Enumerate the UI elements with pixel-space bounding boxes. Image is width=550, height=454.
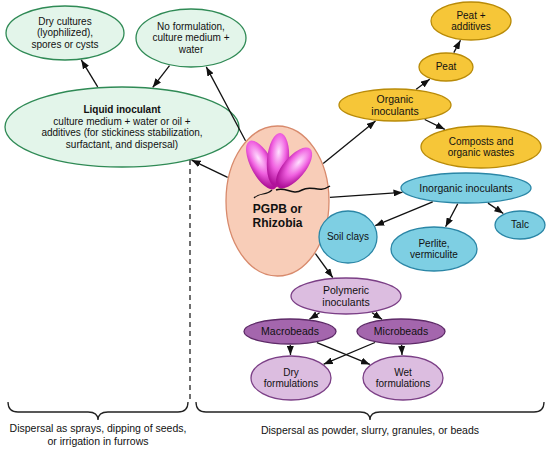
- node-text: Perlite, vermiculite: [401, 238, 467, 261]
- ellipse-shape: [401, 173, 531, 203]
- organic-ellipse: Peat: [418, 52, 474, 82]
- arrow-connector: [454, 40, 461, 52]
- dispersal-note: Dispersal as powder, slurry, granules, o…: [198, 424, 542, 437]
- bead-ellipse: Macrobeads: [243, 318, 337, 345]
- arrow-connector: [192, 160, 228, 177]
- node-text: Peat: [436, 61, 457, 73]
- node-text: Composts and organic wastes: [436, 136, 526, 159]
- ellipse-shape: [136, 9, 246, 67]
- arrow-connector: [317, 343, 370, 365]
- node-text: Organic inoculants: [353, 93, 437, 117]
- ellipse-shape: [319, 211, 377, 263]
- node-text: Polymeric inoculants: [305, 284, 387, 308]
- right-brace: [196, 402, 544, 420]
- organic-ellipse: Composts and organic wastes: [420, 125, 542, 169]
- inorganic-ellipse: Talc: [494, 210, 546, 240]
- ellipse-shape: [431, 2, 511, 40]
- ellipse-shape: [419, 53, 473, 81]
- node-text: Wet formulations: [373, 367, 433, 390]
- ellipse-shape: [421, 126, 541, 168]
- node-text: Talc: [511, 219, 529, 231]
- ellipse-shape: [357, 319, 445, 344]
- dispersal-note: Dispersal as sprays, dipping of seeds, o…: [8, 422, 188, 447]
- inorganic-ellipse: Soil clays: [318, 210, 378, 264]
- ellipse-shape: [226, 126, 329, 276]
- ellipse-shape: [363, 356, 443, 400]
- formulation-ellipse: Dry formulations: [250, 355, 332, 401]
- left-brace: [8, 402, 188, 420]
- arrow-connector: [330, 192, 403, 197]
- bead-ellipse: Microbeads: [356, 318, 446, 345]
- culture-ellipse: Dry cultures (lyophilized), spores or cy…: [5, 5, 125, 61]
- liquid-inoculant-ellipse: Liquid inoculantculture medium + water o…: [4, 86, 240, 168]
- node-text: No formulation, culture medium + water: [150, 21, 232, 56]
- formulation-ellipse: Wet formulations: [362, 355, 444, 401]
- ellipse-shape: [391, 227, 477, 271]
- node-text: Dry formulations: [261, 367, 321, 390]
- arrow-connector: [425, 120, 445, 130]
- divider-dashed-line: [189, 160, 190, 402]
- node-heading: Liquid inoculant: [83, 104, 160, 116]
- ellipse-shape: [291, 278, 401, 314]
- arrow-connector: [446, 204, 458, 227]
- arrow-connector: [488, 203, 503, 213]
- ellipse-shape: [339, 89, 451, 121]
- organic-ellipse: Organic inoculants: [338, 88, 452, 122]
- ellipse-shape: [5, 87, 239, 167]
- node-text: Soil clays: [327, 231, 369, 243]
- ellipse-shape: [251, 356, 331, 400]
- ellipse-shape: [495, 211, 545, 239]
- arrow-connector: [324, 343, 375, 365]
- inorganic-ellipse: Perlite, vermiculite: [390, 226, 478, 272]
- arrow-connector: [309, 313, 319, 319]
- arrow-connector: [81, 60, 97, 87]
- inorganic-ellipse: Inorganic inoculants: [400, 172, 532, 204]
- node-text: Dry cultures (lyophilized), spores or cy…: [21, 16, 109, 51]
- arrow-connector: [401, 345, 403, 355]
- polymeric-ellipse: Polymeric inoculants: [290, 277, 402, 315]
- bacterium-ellipse: PGPB or Rhizobia: [225, 125, 330, 277]
- node-text: Peat + additives: [441, 10, 501, 33]
- organic-ellipse: Peat + additives: [430, 1, 512, 41]
- node-text: culture medium + water or oil + additive…: [35, 116, 209, 151]
- node-text: Microbeads: [374, 325, 428, 337]
- arrow-connector: [323, 121, 375, 164]
- arrow-connector: [153, 66, 170, 88]
- ellipse-shape: [244, 319, 336, 344]
- ellipse-shape: [6, 6, 124, 60]
- culture-ellipse: No formulation, culture medium + water: [135, 8, 247, 68]
- node-text: Macrobeads: [261, 325, 319, 337]
- arrow-connector: [290, 345, 292, 355]
- arrow-connector: [375, 202, 433, 226]
- arrow-connector: [372, 313, 382, 320]
- arrow-connector: [416, 79, 430, 89]
- ellipse-outline: [225, 125, 330, 277]
- node-text: PGPB or Rhizobia: [248, 203, 308, 231]
- node-text: Inorganic inoculants: [419, 182, 512, 194]
